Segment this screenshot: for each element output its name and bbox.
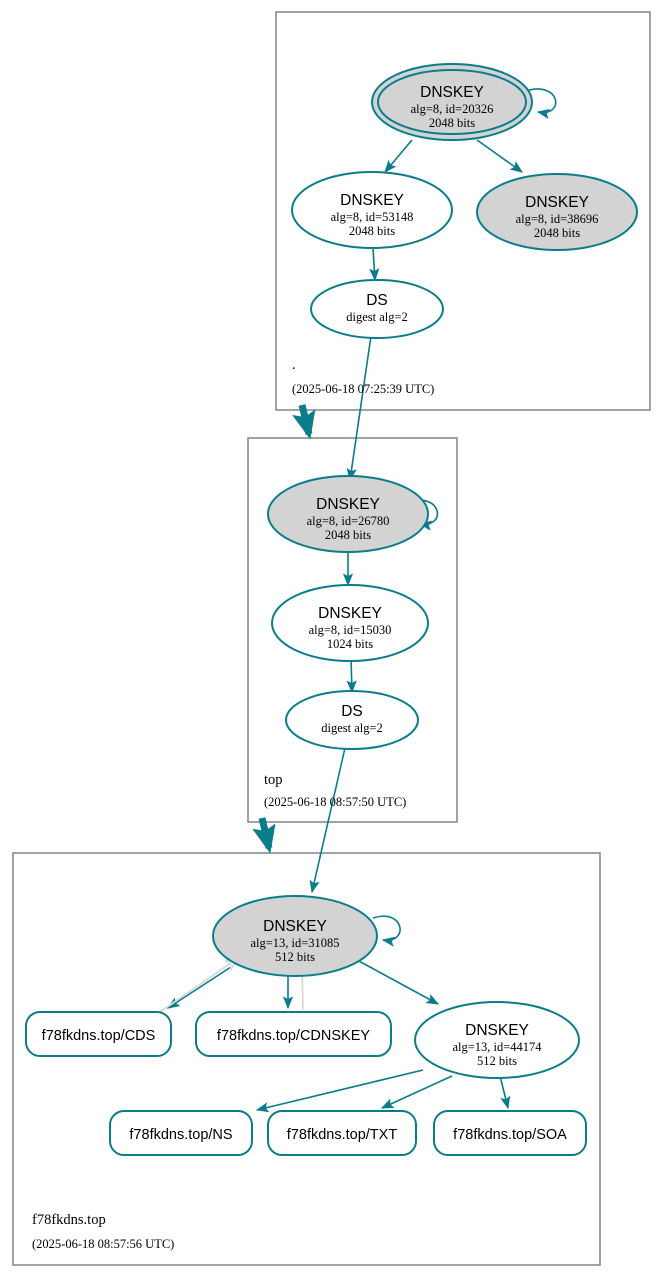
edge-top-ds-to-leaf-ksk xyxy=(309,747,346,894)
edge-root-ksk-self xyxy=(525,88,557,120)
rrset-soa-box xyxy=(433,1110,587,1156)
node-leaf-ksk-line2: alg=13, id=31085 xyxy=(250,936,339,950)
node-root-zsk-line3: 2048 bits xyxy=(349,224,395,238)
node-leaf-zsk-ellipse xyxy=(414,1001,580,1079)
node-root-ksk-outer-ring xyxy=(371,63,533,141)
rrset-soa-label: f78fkdns.top/SOA xyxy=(453,1127,567,1143)
node-root-other-line2: alg=8, id=38696 xyxy=(516,212,599,226)
edge-leaf-ksk-to-cds xyxy=(166,964,235,1009)
node-top-ds-ellipse xyxy=(285,690,419,750)
node-root-ds-ellipse xyxy=(310,279,444,339)
rrset-cdnskey-label: f78fkdns.top/CDNSKEY xyxy=(217,1028,370,1044)
zone-label-root-timestamp: (2025-06-18 07:25:39 UTC) xyxy=(292,382,434,396)
node-root-ksk-title: DNSKEY xyxy=(420,84,484,101)
node-top-ksk-line3: 2048 bits xyxy=(325,528,371,542)
node-top-zsk-title: DNSKEY xyxy=(318,605,382,622)
node-leaf-ksk[interactable]: DNSKEY alg=13, id=31085 512 bits xyxy=(212,895,378,977)
node-top-ksk[interactable]: DNSKEY alg=8, id=26780 2048 bits xyxy=(267,475,429,553)
node-root-other-line3: 2048 bits xyxy=(534,226,580,240)
rrset-cdnskey-box xyxy=(195,1011,392,1057)
node-top-zsk-line2: alg=8, id=15030 xyxy=(309,623,392,637)
zone-cluster-root xyxy=(275,11,651,411)
node-leaf-ksk-line3: 512 bits xyxy=(275,950,315,964)
rrset-cdnskey[interactable]: f78fkdns.top/CDNSKEY xyxy=(195,1011,392,1057)
rrset-cds[interactable]: f78fkdns.top/CDS xyxy=(25,1011,172,1057)
node-root-ksk-line3: 2048 bits xyxy=(429,116,475,130)
zone-label-top-timestamp: (2025-06-18 08:57:50 UTC) xyxy=(264,795,406,809)
node-leaf-ksk-ellipse xyxy=(212,895,378,977)
node-root-ds[interactable]: DS digest alg=2 xyxy=(310,279,444,339)
edge-root-ksk-to-other xyxy=(476,139,524,173)
node-leaf-zsk-title: DNSKEY xyxy=(465,1022,529,1039)
cluster-edge-root-to-top xyxy=(292,404,316,440)
cluster-edge-top-to-leaf xyxy=(252,817,276,854)
rrset-ns-box xyxy=(109,1110,253,1156)
node-top-zsk-line3: 1024 bits xyxy=(327,637,373,651)
zone-label-leaf-name: f78fkdns.top xyxy=(32,1212,106,1228)
node-leaf-zsk[interactable]: DNSKEY alg=13, id=44174 512 bits xyxy=(414,1001,580,1079)
node-root-other-title: DNSKEY xyxy=(525,194,589,211)
edge-leaf-zsk-to-txt xyxy=(380,1075,453,1109)
node-root-zsk-ellipse xyxy=(291,171,453,249)
node-leaf-ksk-title: DNSKEY xyxy=(263,918,327,935)
node-leaf-zsk-line3: 512 bits xyxy=(477,1054,517,1068)
zone-label-leaf-timestamp: (2025-06-18 08:57:56 UTC) xyxy=(32,1237,174,1251)
zone-cluster-top xyxy=(247,437,458,823)
rrset-ns-label: f78fkdns.top/NS xyxy=(129,1127,232,1143)
rrset-txt-label: f78fkdns.top/TXT xyxy=(287,1127,398,1143)
edge-root-ds-to-top-ksk xyxy=(346,335,372,482)
zone-label-top-name: top xyxy=(264,772,283,788)
edge-leaf-ksk-to-zsk xyxy=(356,959,440,1005)
node-top-zsk[interactable]: DNSKEY alg=8, id=15030 1024 bits xyxy=(271,584,429,662)
node-top-ksk-ellipse xyxy=(267,475,429,553)
edge-cds-to-leaf-ksk xyxy=(159,958,238,1013)
node-top-zsk-ellipse xyxy=(271,584,429,662)
node-root-ds-line2: digest alg=2 xyxy=(346,310,408,324)
edge-root-zsk-to-ds xyxy=(369,247,380,282)
edge-root-ksk-to-zsk xyxy=(384,139,413,173)
rrset-txt[interactable]: f78fkdns.top/TXT xyxy=(267,1110,417,1156)
node-root-zsk-line2: alg=8, id=53148 xyxy=(331,210,414,224)
node-root-ksk-line2: alg=8, id=20326 xyxy=(411,102,494,116)
node-root-other-key[interactable]: DNSKEY alg=8, id=38696 2048 bits xyxy=(476,173,638,251)
node-root-zsk[interactable]: DNSKEY alg=8, id=53148 2048 bits xyxy=(291,171,453,249)
rrset-soa[interactable]: f78fkdns.top/SOA xyxy=(433,1110,587,1156)
node-top-ds-line2: digest alg=2 xyxy=(321,721,383,735)
node-top-ds-title: DS xyxy=(341,703,363,720)
node-root-ksk[interactable]: DNSKEY alg=8, id=20326 2048 bits xyxy=(371,63,533,141)
node-root-zsk-title: DNSKEY xyxy=(340,192,404,209)
edge-leaf-zsk-to-soa xyxy=(499,1075,511,1110)
node-leaf-zsk-line2: alg=13, id=44174 xyxy=(452,1040,542,1054)
node-root-other-ellipse xyxy=(476,173,638,251)
node-root-ds-title: DS xyxy=(366,292,388,309)
rrset-txt-box xyxy=(267,1110,417,1156)
edge-top-zsk-to-ds xyxy=(346,656,357,694)
edge-leaf-ksk-self xyxy=(372,915,401,947)
node-root-ksk-inner-ring xyxy=(377,69,527,135)
edge-leaf-zsk-to-ns xyxy=(255,1069,424,1113)
rrset-cds-label: f78fkdns.top/CDS xyxy=(42,1028,156,1044)
node-top-ksk-title: DNSKEY xyxy=(316,496,380,513)
node-top-ds[interactable]: DS digest alg=2 xyxy=(285,690,419,750)
zone-label-root-name: . xyxy=(292,357,296,373)
node-top-ksk-line2: alg=8, id=26780 xyxy=(307,514,390,528)
rrset-ns[interactable]: f78fkdns.top/NS xyxy=(109,1110,253,1156)
rrset-cds-box xyxy=(25,1011,172,1057)
zone-cluster-leaf xyxy=(12,852,601,1266)
